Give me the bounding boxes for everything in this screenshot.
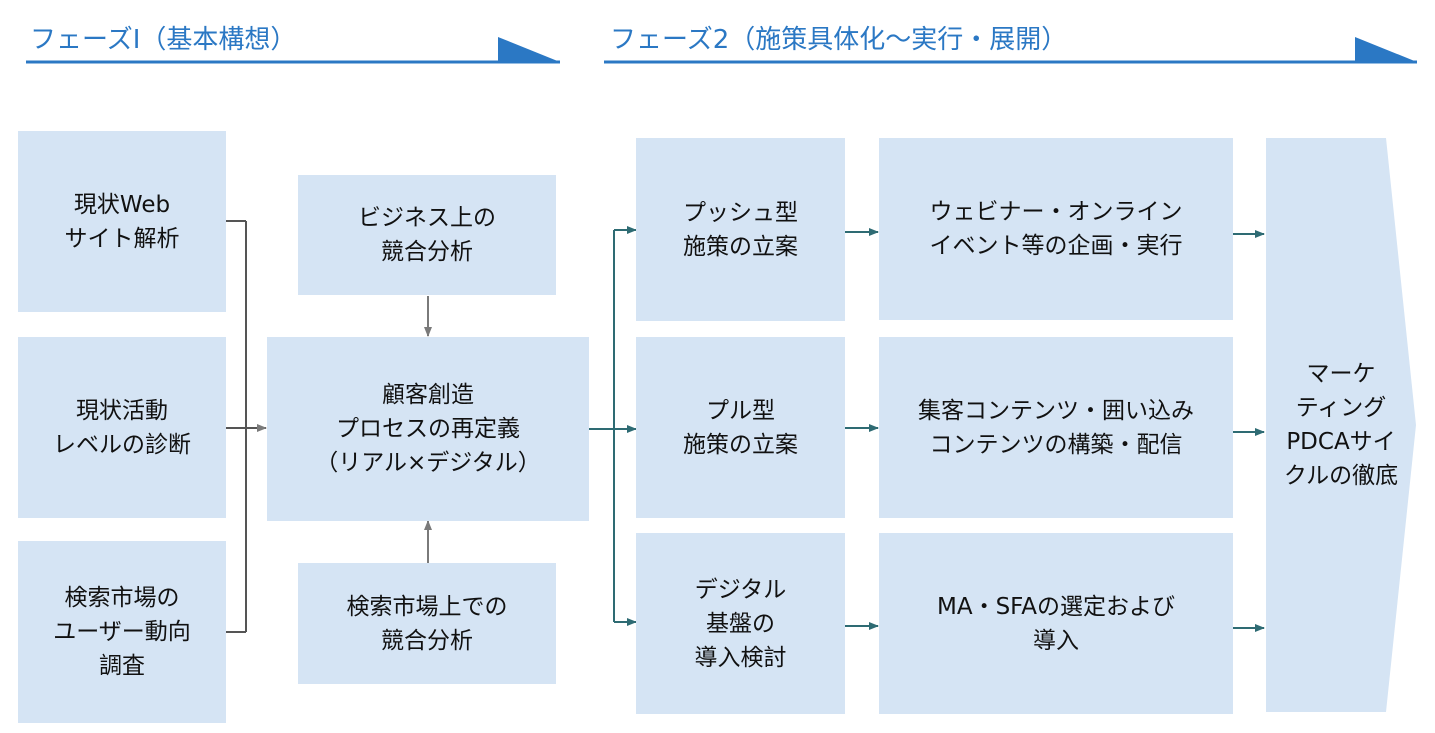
box-pdca-label: マーケ ティング PDCAサイ クルの徹底 [1283, 361, 1399, 489]
action-to-pdca-arrows [1233, 230, 1265, 632]
box-activity-diagnosis: 現状活動 レベルの診断 [18, 337, 226, 518]
left-bracket-connector [226, 220, 267, 633]
box-webinar-event-label: ウェビナー・オンライン イベント等の企画・実行 [929, 199, 1183, 259]
box-business-competition-label: ビジネス上の 競合分析 [358, 205, 496, 265]
box-business-competition: ビジネス上の 競合分析 [298, 175, 556, 295]
box-search-user-trend: 検索市場の ユーザー動向 調査 [18, 541, 226, 723]
box-digital-platform: デジタル 基盤の 導入検討 [636, 533, 845, 714]
box-content-build-label: 集客コンテンツ・囲い込み コンテンツの構築・配信 [918, 397, 1194, 458]
box-pull-plan-label: プル型 施策の立案 [683, 397, 798, 458]
box-ma-sfa: MA・SFAの選定および 導入 [879, 533, 1233, 714]
box-ma-sfa-label: MA・SFAの選定および 導入 [936, 593, 1176, 654]
phase1-bar [26, 37, 560, 64]
pdca-chevron-shape [1266, 138, 1416, 712]
plan-to-action-arrows [845, 228, 879, 630]
box-pull-plan: プル型 施策の立案 [636, 337, 845, 518]
box-search-competition-label: 検索市場上での 競合分析 [346, 593, 508, 654]
box-customer-creation-label: 顧客創造 プロセスの再定義 （リアル×デジタル） [315, 382, 541, 476]
box-web-analysis-label: 現状Web サイト解析 [64, 191, 180, 252]
center-branch-connector [589, 226, 637, 626]
phase1-title: フェーズⅠ（基本構想） [30, 25, 297, 55]
box-search-user-trend-label: 検索市場の ユーザー動向 調査 [53, 585, 191, 679]
box-activity-diagnosis-label: 現状活動 レベルの診断 [53, 397, 191, 458]
box-webinar-event: ウェビナー・オンライン イベント等の企画・実行 [879, 138, 1233, 320]
box-pdca: マーケ ティング PDCAサイ クルの徹底 [1266, 138, 1416, 712]
box-digital-platform-label: デジタル 基盤の 導入検討 [694, 576, 787, 671]
box-content-build: 集客コンテンツ・囲い込み コンテンツの構築・配信 [879, 337, 1233, 518]
phase2-bar [604, 37, 1417, 64]
box-push-plan-label: プッシュ型 施策の立案 [683, 199, 798, 260]
box-customer-creation: 顧客創造 プロセスの再定義 （リアル×デジタル） [267, 337, 589, 521]
box-search-competition: 検索市場上での 競合分析 [298, 563, 556, 684]
phase2-title: フェーズ2（施策具体化～実行・展開） [610, 25, 1068, 55]
box-push-plan: プッシュ型 施策の立案 [636, 138, 845, 321]
box-web-analysis: 現状Web サイト解析 [18, 131, 226, 312]
